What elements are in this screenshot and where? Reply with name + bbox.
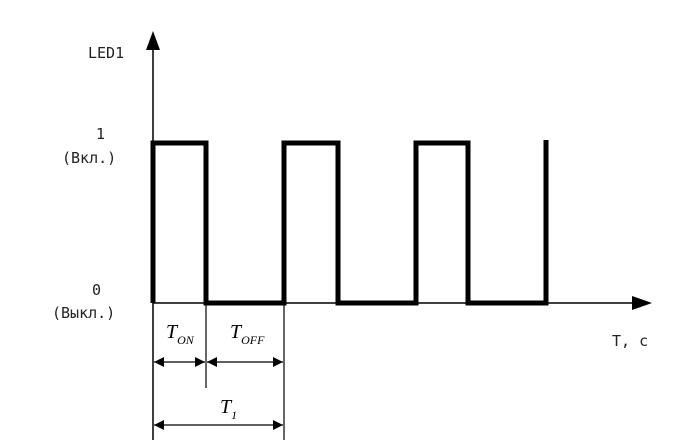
- led-signal-waveform: [150, 140, 549, 306]
- t-on-label: TON: [166, 321, 195, 347]
- x-axis-label: T, c: [612, 332, 648, 350]
- t-period-label: T1: [220, 396, 237, 422]
- x-axis-arrow-icon: [632, 296, 652, 310]
- t-off-label: TOFF: [230, 321, 265, 347]
- level-high-value: 1: [96, 125, 105, 143]
- level-high-note: (Вкл.): [62, 149, 116, 167]
- y-axis-label: LED1: [88, 44, 124, 62]
- y-axis-arrow-icon: [146, 31, 160, 50]
- level-low-note: (Выкл.): [52, 304, 115, 322]
- level-low-value: 0: [92, 281, 101, 299]
